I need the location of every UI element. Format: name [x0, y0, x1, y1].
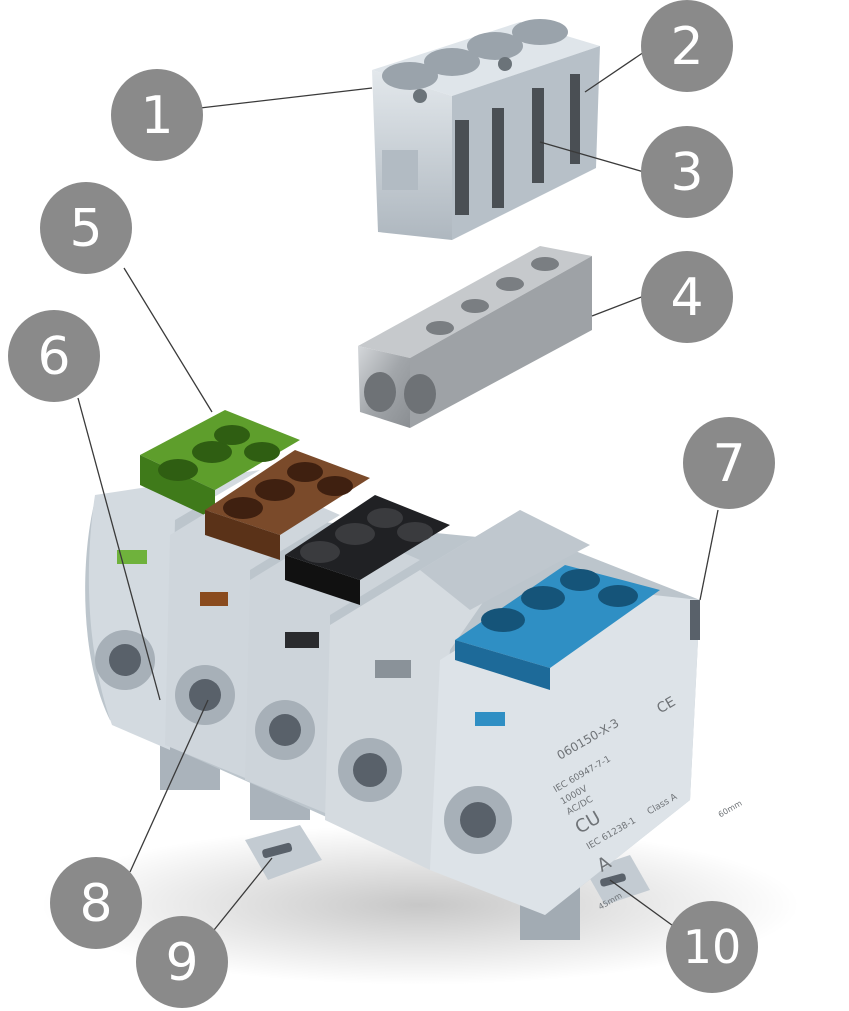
callouts: 1 2 3 4 5 6 7 8 [8, 0, 775, 1008]
svg-text:4: 4 [670, 268, 703, 328]
leader-1 [199, 87, 373, 109]
svg-text:8: 8 [79, 874, 112, 934]
svg-text:9: 9 [165, 933, 198, 993]
callout-5: 5 [40, 182, 132, 274]
callout-8: 8 [50, 857, 142, 949]
assembled-distribution-block: 060150-X-3 IEC 60947-7-1 1000V AC/DC CU … [85, 410, 744, 940]
leader-2 [584, 51, 645, 93]
svg-text:7: 7 [712, 434, 745, 494]
label-height: 60mm [717, 799, 744, 820]
svg-text:6: 6 [37, 327, 70, 387]
svg-text:1: 1 [140, 86, 173, 146]
callout-2: 2 [641, 0, 733, 92]
callout-9: 9 [136, 916, 228, 1008]
callout-1: 1 [111, 69, 203, 161]
callout-4: 4 [641, 251, 733, 343]
leader-5 [123, 267, 213, 413]
svg-text:2: 2 [670, 17, 703, 77]
leader-7 [699, 509, 719, 601]
clamp-housing-part [372, 19, 600, 240]
leader-3 [539, 141, 645, 173]
callout-3: 3 [641, 126, 733, 218]
svg-text:10: 10 [683, 920, 742, 974]
leader-8 [129, 699, 209, 873]
leader-9 [209, 857, 273, 936]
svg-text:3: 3 [670, 143, 703, 203]
callout-10: 10 [666, 901, 758, 993]
leader-4 [591, 295, 645, 317]
leader-6 [77, 397, 161, 701]
svg-text:5: 5 [69, 199, 102, 259]
leader-10 [609, 879, 677, 929]
callout-7: 7 [683, 417, 775, 509]
leader-lines [77, 51, 719, 936]
callout-6: 6 [8, 310, 100, 402]
metal-busbar [358, 246, 592, 428]
